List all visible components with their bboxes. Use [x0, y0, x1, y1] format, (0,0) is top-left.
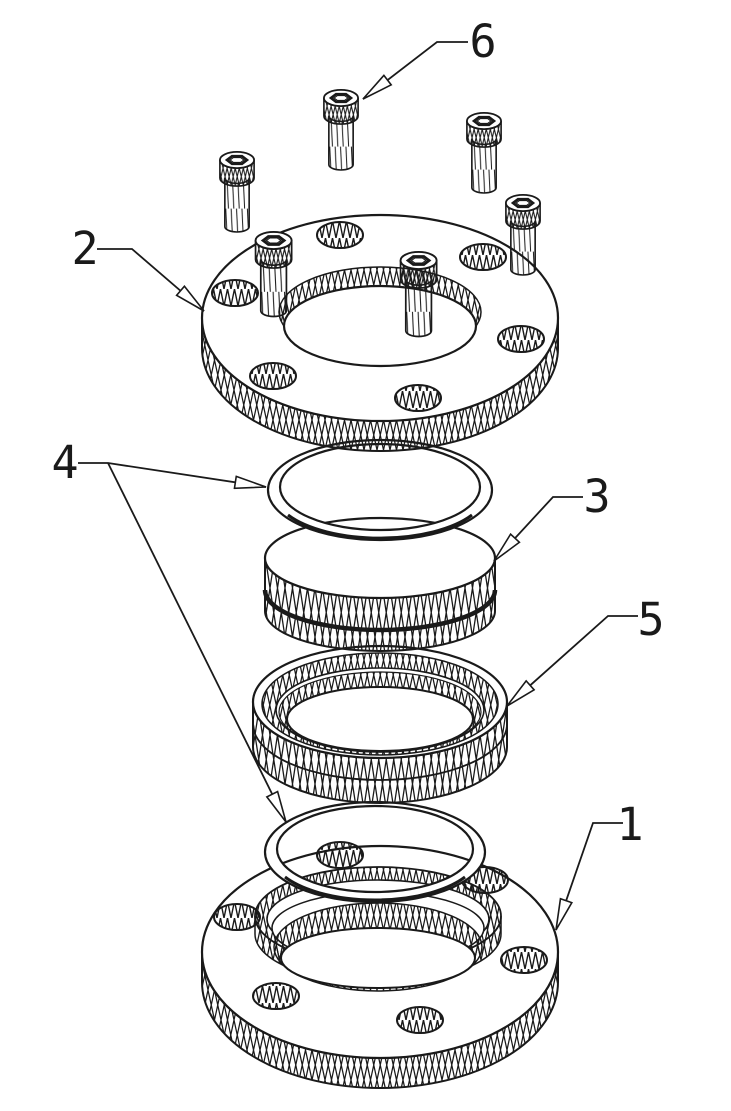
- leader-middle-disc: [493, 496, 583, 562]
- part-lower-seal-ring: [263, 800, 487, 904]
- screw: [465, 111, 503, 195]
- disc-groove-line: [262, 589, 498, 633]
- leader-screws: [362, 41, 468, 100]
- bolt-hole: [252, 982, 300, 1010]
- screw: [322, 88, 360, 172]
- bolt-hole: [497, 325, 545, 353]
- gear-tooth-line: [252, 723, 508, 781]
- part-gear-ring: [251, 644, 509, 804]
- leader-top-flange: [97, 248, 205, 312]
- screw: [218, 150, 256, 234]
- part-upper-seal-ring: [266, 438, 494, 542]
- leader-lower-seal: [107, 462, 287, 823]
- bolt-hole: [316, 221, 364, 249]
- part-labels: 6 2 4 3 5 1: [51, 15, 664, 851]
- label-seal-rings: 4: [51, 436, 78, 489]
- lower-seal-ring-shadow: [284, 875, 466, 902]
- upper-seal-ring-shadow: [287, 513, 473, 540]
- leader-gear-ring: [506, 615, 638, 707]
- screw: [254, 230, 294, 318]
- lower-seal-ring-body: [263, 800, 487, 904]
- race-center-bore: [280, 927, 476, 989]
- bolt-hole: [394, 384, 442, 412]
- label-bottom-flange: 1: [616, 798, 643, 851]
- leader-bottom-flange: [555, 822, 623, 931]
- part-middle-disc: [262, 516, 498, 652]
- upper-seal-ring-body: [266, 438, 494, 542]
- label-middle-disc: 3: [583, 470, 610, 523]
- label-top-flange: 2: [71, 222, 98, 275]
- bottom-flange-bolt-holes: [213, 841, 548, 1034]
- bolt-hole: [316, 841, 364, 869]
- bolt-hole: [211, 279, 259, 307]
- gear-center-bore: [286, 686, 474, 752]
- leader-lines: [78, 41, 638, 931]
- bolt-hole: [396, 1006, 444, 1034]
- bolt-hole: [249, 362, 297, 390]
- bolt-hole: [213, 903, 261, 931]
- bolt-hole: [459, 243, 507, 271]
- top-flange-center-bore: [282, 284, 478, 368]
- screw: [399, 250, 439, 338]
- leader-upper-seal: [78, 462, 267, 490]
- label-screws: 6: [469, 15, 496, 68]
- screw: [504, 193, 542, 277]
- label-gear-ring: 5: [637, 593, 664, 646]
- bolt-hole: [500, 946, 548, 974]
- top-flange-bolt-holes: [211, 221, 545, 412]
- part-bottom-flange: [200, 841, 560, 1089]
